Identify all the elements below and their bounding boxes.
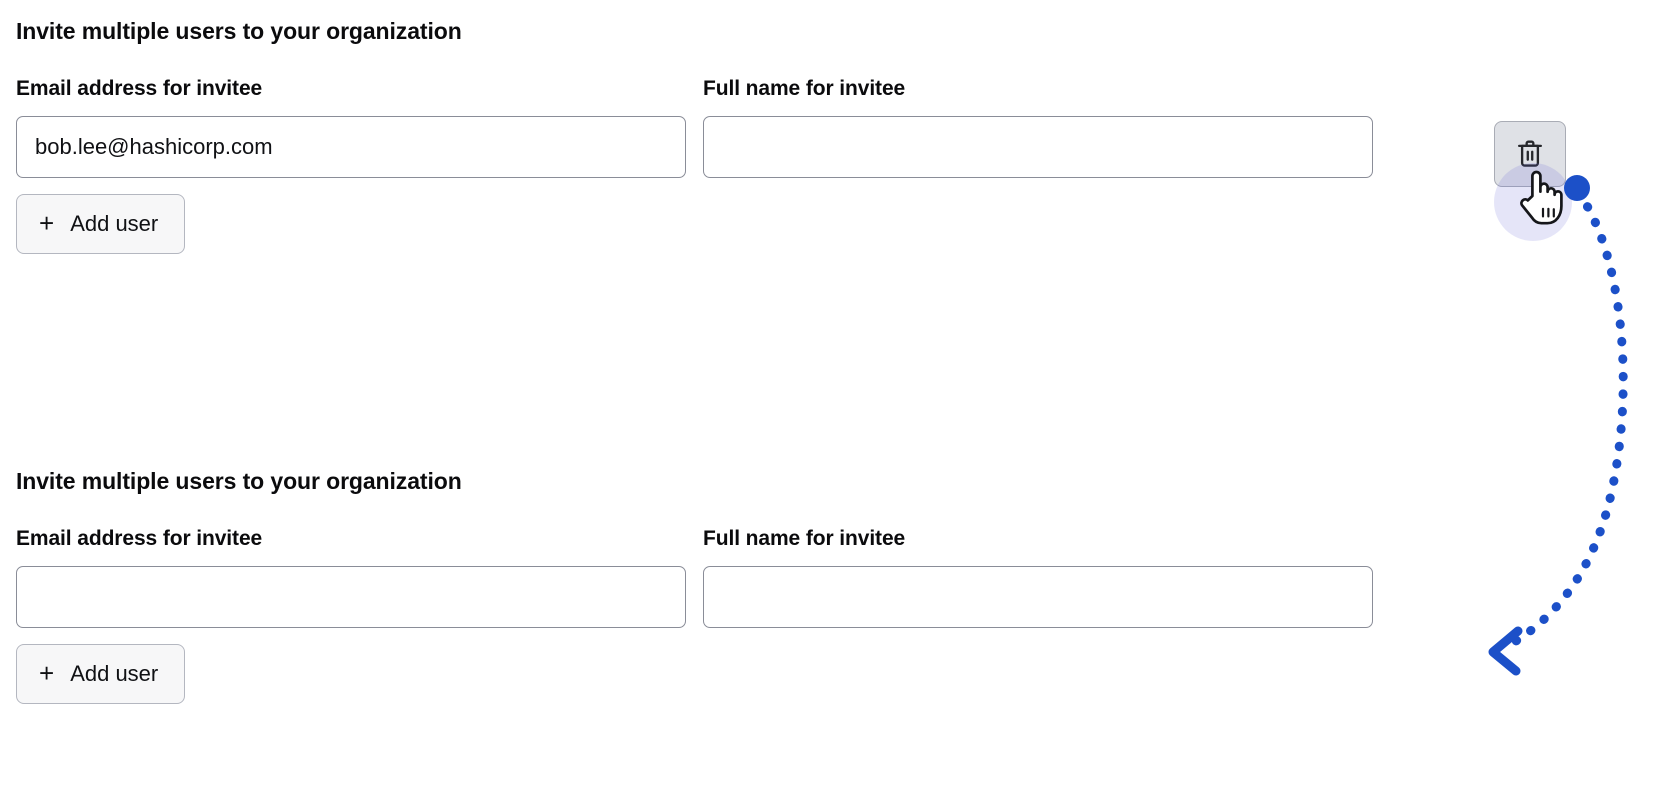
page-title: Invite multiple users to your organizati… bbox=[16, 18, 462, 44]
add-user-button-label: Add user bbox=[70, 211, 159, 236]
fullname-field-label-2: Full name for invitee bbox=[703, 527, 906, 550]
fullname-input-2[interactable] bbox=[703, 566, 1373, 628]
page-title-2: Invite multiple users to your organizati… bbox=[16, 468, 462, 494]
invite-section-1: Invite multiple users to your organizati… bbox=[16, 16, 1646, 254]
add-user-button[interactable]: + Add user bbox=[16, 194, 186, 254]
plus-icon: + bbox=[39, 208, 55, 238]
fullname-field-label: Full name for invitee bbox=[703, 77, 906, 100]
fullname-input[interactable] bbox=[703, 116, 1373, 178]
email-input-2[interactable] bbox=[16, 566, 686, 628]
email-input[interactable] bbox=[16, 116, 686, 178]
trash-icon bbox=[1515, 138, 1545, 170]
invitee-field-row-1: Email address for invitee Full name for … bbox=[16, 76, 1646, 187]
plus-icon-2: + bbox=[39, 658, 55, 688]
invitee-field-row-2: Email address for invitee Full name for … bbox=[16, 526, 1646, 628]
email-field-label: Email address for invitee bbox=[16, 77, 263, 100]
add-user-button-label-2: Add user bbox=[70, 661, 159, 686]
delete-invitee-button[interactable] bbox=[1494, 121, 1566, 187]
add-user-button-2[interactable]: + Add user bbox=[16, 644, 186, 704]
fullname-field-group-1: Full name for invitee bbox=[703, 76, 1373, 178]
email-field-label-2: Email address for invitee bbox=[16, 527, 263, 550]
fullname-field-group-2: Full name for invitee bbox=[703, 526, 1373, 628]
invite-section-2: Invite multiple users to your organizati… bbox=[16, 466, 1646, 704]
email-field-group-1: Email address for invitee bbox=[16, 76, 686, 178]
email-field-group-2: Email address for invitee bbox=[16, 526, 686, 628]
